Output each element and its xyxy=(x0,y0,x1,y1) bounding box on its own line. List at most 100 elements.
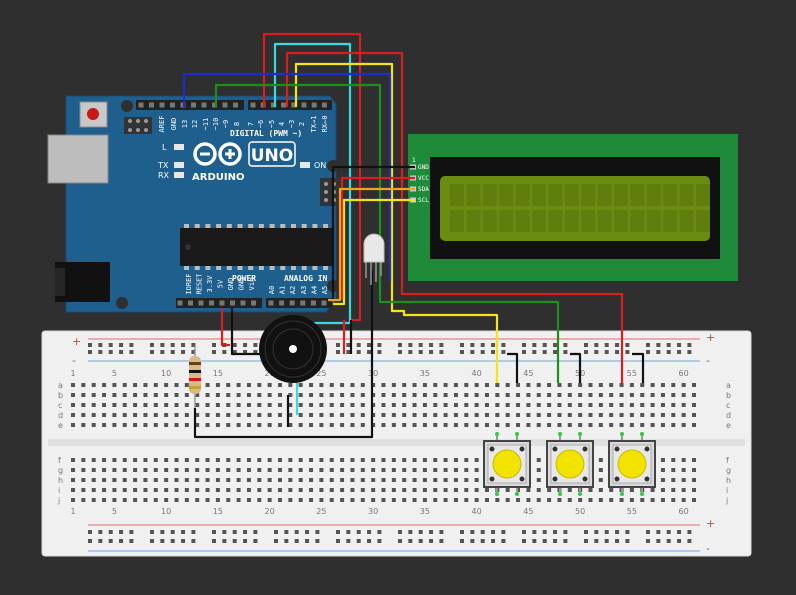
wire-btn3-gnd xyxy=(632,352,645,383)
wire-lcd-vcc xyxy=(340,176,415,300)
column-number-label: 45 xyxy=(523,369,533,378)
led-rx-label: RX xyxy=(158,171,170,180)
row-letter-label: c xyxy=(726,401,730,410)
usb-port xyxy=(47,134,109,184)
digital-pin-label: 12 xyxy=(191,120,199,128)
lcd-pin-label: SCL xyxy=(418,197,429,204)
rail-minus-label-right: - xyxy=(706,354,710,367)
column-number-label: 45 xyxy=(523,507,533,516)
row-letter-label: g xyxy=(726,466,731,475)
button-cap-icon[interactable] xyxy=(492,449,522,479)
lcd-pin-label: SDA xyxy=(418,186,429,193)
power-header xyxy=(176,298,262,308)
analog-header-label: ANALOG IN xyxy=(284,274,328,283)
row-letter-label: f xyxy=(58,456,61,465)
row-letter-label: i xyxy=(58,486,60,495)
row-letter-label: i xyxy=(726,486,728,495)
digital-pin-label: 7 xyxy=(247,122,255,126)
wire-red-buzzer xyxy=(262,32,362,322)
led-l xyxy=(174,144,184,150)
column-number-label: 5 xyxy=(112,369,117,378)
column-number-label: 40 xyxy=(472,369,482,378)
analog-pin-label: A4 xyxy=(310,286,318,294)
lcd-pin-label: VCC xyxy=(418,175,429,182)
column-number-label: 35 xyxy=(420,369,430,378)
column-number-label: 30 xyxy=(368,369,378,378)
column-number-label: 10 xyxy=(161,507,171,516)
push-button[interactable] xyxy=(546,432,594,496)
power-pin-label: 5V xyxy=(217,279,225,288)
column-number-label: 15 xyxy=(213,369,223,378)
column-number-label: 30 xyxy=(368,507,378,516)
lcd-pin-one-label: 1 xyxy=(412,157,416,164)
wire-5v xyxy=(220,308,230,347)
column-number-label: 20 xyxy=(265,507,275,516)
analog-header xyxy=(266,298,332,308)
power-pin-label: 3.3V xyxy=(206,275,214,293)
rail-plus-label: + xyxy=(72,335,81,348)
analog-pin-label: A3 xyxy=(300,286,308,294)
digital-pin-label: 8 xyxy=(233,122,241,126)
piezo-buzzer xyxy=(259,315,327,383)
digital-header-label: DIGITAL (PWM ~) xyxy=(230,129,302,138)
arduino-brand-text: ARDUINO xyxy=(192,172,244,183)
digital-pin-label: TX→1 xyxy=(310,116,318,133)
lcd-pin-label: GND xyxy=(418,164,429,171)
power-pin-label: GND xyxy=(238,278,246,291)
resistor xyxy=(189,346,201,408)
digital-pin-label: 4 xyxy=(278,122,286,126)
led-on-label: ON xyxy=(314,161,326,170)
row-letter-label: c xyxy=(58,401,62,410)
column-number-label: 10 xyxy=(161,369,171,378)
power-pin-label: IOREF xyxy=(185,273,193,294)
digital-pin-label: ~11 xyxy=(202,118,210,131)
digital-header-left xyxy=(136,100,244,110)
wire-gnd xyxy=(230,308,262,356)
digital-pin-label: ~5 xyxy=(268,120,276,128)
digital-pin-label: ~9 xyxy=(222,120,230,128)
push-button[interactable] xyxy=(608,432,656,496)
digital-pin-label: ~10 xyxy=(212,118,220,131)
digital-header-right xyxy=(248,100,332,110)
led-l-label: L xyxy=(162,143,167,152)
breadboard: 1155101015152020252530303535404045455050… xyxy=(41,330,752,557)
digital-pin-label: ~3 xyxy=(288,120,296,128)
wire-lcd-sda xyxy=(328,187,415,302)
power-pin-label: Vin xyxy=(248,278,256,291)
power-pin-label: RESET xyxy=(196,273,204,295)
row-letter-label: d xyxy=(58,411,63,420)
row-letter-label: d xyxy=(726,411,731,420)
row-letter-label: a xyxy=(58,381,63,390)
row-letter-label: h xyxy=(58,476,63,485)
led-on xyxy=(300,162,310,168)
button-cap-icon[interactable] xyxy=(617,449,647,479)
column-number-label: 5 xyxy=(112,507,117,516)
row-letter-label: h xyxy=(726,476,731,485)
row-letter-label: g xyxy=(58,466,63,475)
column-number-label: 55 xyxy=(627,507,637,516)
wire-btn1-gnd xyxy=(507,352,519,383)
row-letter-label: b xyxy=(726,391,731,400)
led-tx xyxy=(174,162,184,168)
column-number-label: 55 xyxy=(627,369,637,378)
wire-green-button2 xyxy=(214,83,560,383)
rail-minus-label: - xyxy=(72,354,76,367)
atmega-chip xyxy=(180,228,332,266)
analog-pin-label: A2 xyxy=(289,286,297,294)
column-number-label: 50 xyxy=(575,507,585,516)
column-number-label: 25 xyxy=(316,369,326,378)
digital-pin-label: RX←0 xyxy=(321,116,329,133)
column-number-label: 1 xyxy=(70,507,75,516)
analog-pin-label: A0 xyxy=(268,286,276,294)
power-header-label: POWER xyxy=(232,274,256,283)
rail-minus-label-bottom: - xyxy=(706,542,710,555)
button-cap-icon[interactable] xyxy=(555,449,585,479)
push-button[interactable] xyxy=(483,432,531,496)
rgb-led xyxy=(363,233,385,285)
row-letter-label: a xyxy=(726,381,731,390)
digital-pin-label: 2 xyxy=(298,122,306,126)
digital-pin-label: GND xyxy=(170,118,178,131)
wire-lcd-gnd xyxy=(331,165,415,300)
lcd-16x2-i2c: 1 GND VCC SDA SCL xyxy=(408,134,738,281)
